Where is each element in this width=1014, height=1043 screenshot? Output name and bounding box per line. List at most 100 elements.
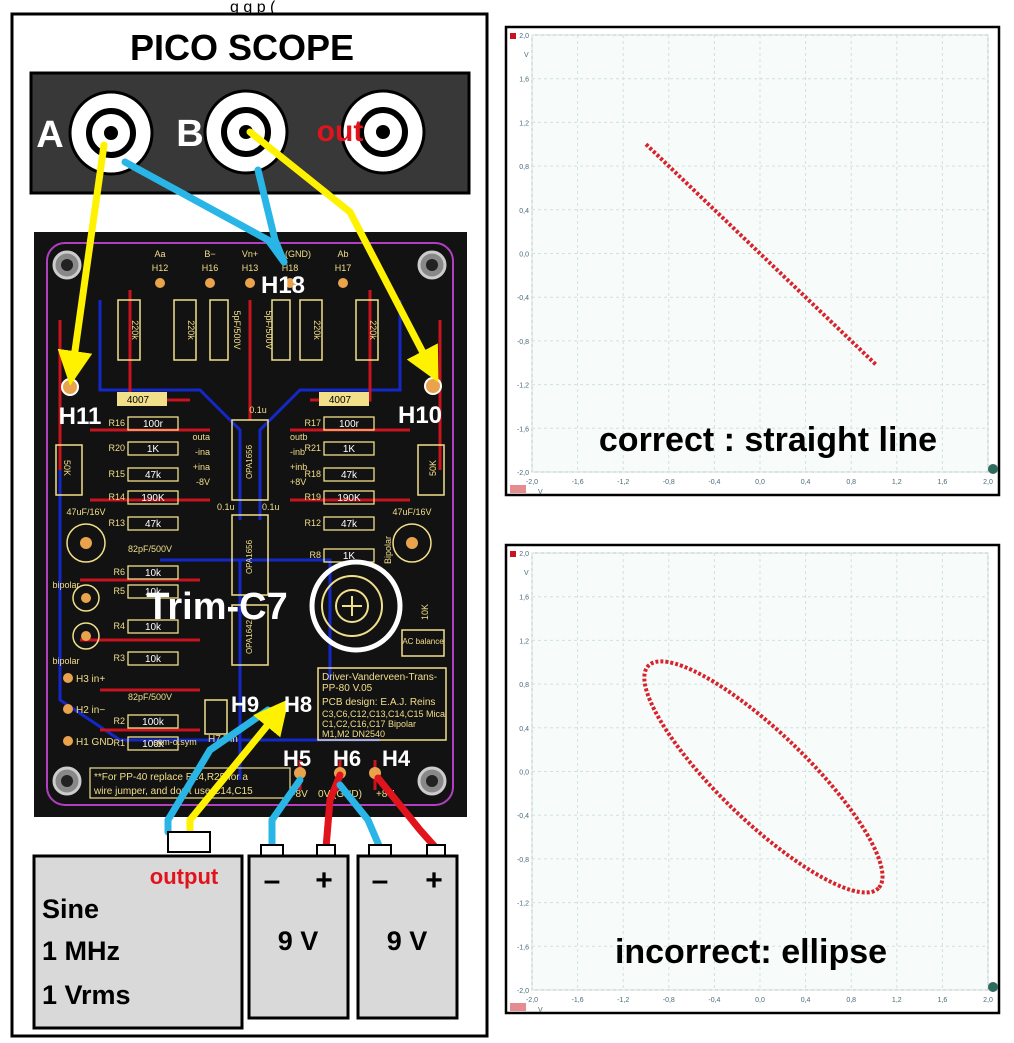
y-tick-8: -1,2: [517, 383, 529, 390]
res-top-4: 220k: [368, 320, 378, 340]
left-res-ref-5: R6: [113, 567, 125, 577]
x-tick-4: -0,4: [708, 479, 720, 486]
y-unit: V: [524, 570, 529, 577]
right-res-body-1: [323, 441, 375, 456]
left-res-value-4: 47k: [145, 519, 162, 530]
wire-red-bat2: [374, 774, 440, 852]
left-res-body-0: [127, 416, 179, 431]
wire-red-bat1: [322, 771, 344, 852]
y-tick-10: -2,0: [517, 988, 529, 995]
pin-inb-plus: +inb: [290, 462, 307, 472]
pin-inb-minus: -inb: [290, 447, 305, 457]
right-res-ref-0: R17: [304, 418, 321, 428]
wire-yellow-a: [57, 141, 108, 386]
diode-1: 4007: [127, 395, 150, 406]
x-tick-8: 1,2: [892, 479, 902, 486]
pin-outb: outb: [290, 432, 308, 442]
header-label-aa: Aa: [154, 249, 165, 259]
right-res-body-4: [323, 516, 375, 531]
callout-h8: H8: [284, 692, 312, 717]
callout-h9: H9: [231, 692, 259, 717]
scope-connector-a: [68, 90, 154, 176]
y-tick-6: -0,4: [517, 813, 529, 820]
ic-1-label: OPA1656: [245, 444, 254, 479]
cap-01u-1: 0.1u: [249, 405, 267, 415]
x-tick-7: 0,8: [846, 997, 856, 1004]
channel-b-marker: [510, 485, 526, 493]
y-tick-1: 1,6: [519, 595, 529, 602]
right-res-ref-4: R12: [304, 518, 321, 528]
y-tick-9: -1,6: [517, 944, 529, 951]
x-tick-10: 2,0: [983, 479, 993, 486]
left-res-body-1: [127, 441, 179, 456]
callouts: H18 H11 H10 Trim-C7 H9 H8 H5 H6 H4: [59, 272, 442, 771]
note-line-1: **For PP-40 replace R24,R25 for a: [94, 772, 248, 783]
note-line-2: wire jumper, and don't use C14,C15: [93, 786, 253, 797]
trace-line: [644, 142, 878, 367]
x-tick-10: 2,0: [983, 997, 993, 1004]
callout-h10: H10: [398, 402, 442, 429]
x-tick-9: 1,6: [938, 479, 948, 486]
x-tick-0: -2,0: [526, 997, 538, 1004]
cap-47uf-right: 47uF/16V: [392, 507, 431, 517]
header-id-h16: H16: [202, 263, 219, 273]
res-top-1: 220k: [130, 320, 140, 340]
power-pos8v: +8V: [376, 789, 394, 800]
left-res-value-7: 10k: [145, 622, 162, 633]
y-unit: V: [524, 52, 529, 59]
left-res-value-0: 100r: [143, 419, 164, 430]
signal-generator: output Sine 1 MHz 1 Vrms: [32, 831, 244, 1030]
battery-2-plus: +: [425, 864, 443, 897]
right-res-ref-2: R18: [304, 469, 321, 479]
wires: [57, 128, 440, 852]
left-res-body-2: [127, 467, 179, 482]
left-res-ref-10: R1: [113, 738, 125, 748]
pin-ina-plus: +ina: [193, 462, 210, 472]
y-tick-4: 0,4: [519, 208, 529, 215]
left-res-value-5: 10k: [145, 568, 162, 579]
power-gnd: 0V (GND): [318, 789, 362, 800]
right-res-value-1: 1K: [343, 444, 356, 455]
left-res-body-8: [127, 651, 179, 666]
info-line-6: M1,M2 DN2540: [322, 729, 385, 739]
left-res-value-9: 100k: [142, 717, 165, 728]
pot-left: 50K: [62, 460, 72, 476]
x-tick-6: 0,4: [801, 997, 811, 1004]
pin-ina-minus: -ina: [195, 447, 210, 457]
right-res-value-4: 47k: [341, 519, 358, 530]
y-tick-9: -1,6: [517, 426, 529, 433]
header-label-bminus: B−: [204, 249, 215, 259]
left-res-body-6: [127, 584, 179, 599]
battery-2-minus: –: [372, 864, 389, 897]
plot-caption: correct : straight line: [599, 421, 937, 459]
trace-ellipse: [642, 659, 885, 895]
pin-pos8v: +8V: [290, 477, 306, 487]
callout-h4: H4: [382, 746, 411, 771]
scope-input-a-label: A: [36, 114, 63, 156]
diodes: 4007 4007: [117, 392, 369, 406]
y-tick-3: 0,8: [519, 164, 529, 171]
wire-yellow-b: [246, 128, 439, 383]
left-res-ref-3: R14: [108, 492, 125, 502]
side-bipolar-3: Bipolar: [383, 536, 393, 564]
battery-1: – + 9 V: [247, 844, 350, 1020]
generator-line-2: 1 MHz: [42, 936, 120, 966]
channel-b-marker: [510, 1003, 526, 1011]
top-resistors: 220k 220k 220k 220k 5pF/500V 5pF/500V: [117, 299, 379, 361]
y-tick-1: 1,6: [519, 77, 529, 84]
trim-highlight-circle: [309, 559, 403, 653]
right-res-ref-5: R8: [309, 550, 321, 560]
left-res-ref-8: R3: [113, 653, 125, 663]
right-res-body-3: [323, 490, 375, 505]
x-unit: V: [538, 489, 543, 496]
x-tick-2: -1,2: [617, 479, 629, 486]
generator-line-3: 1 Vrms: [42, 980, 131, 1010]
diode-2: 4007: [329, 395, 352, 406]
wire-yellow-gen: [186, 699, 289, 836]
pot-10k: 10K: [420, 604, 430, 620]
right-res-value-3: 190K: [337, 493, 361, 504]
